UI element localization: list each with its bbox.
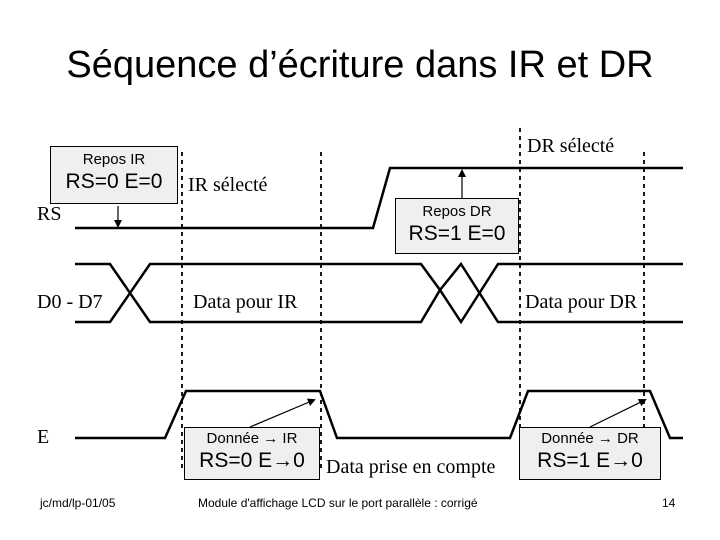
data-taken-label: Data prise en compte: [326, 456, 496, 478]
data-ir-arrow: [249, 398, 316, 428]
dr-selected-label: DR sélecté: [527, 135, 615, 157]
slide-title: Séquence d’écriture dans IR et DR: [66, 44, 654, 86]
rest-ir-box: Repos IR RS=0 E=0: [50, 146, 178, 204]
e-waveform: [75, 389, 683, 440]
signal-label-rs: RS: [37, 203, 62, 225]
d0-d7-upper-line: [75, 261, 683, 324]
rest-dr-state: RS=1 E=0: [408, 222, 506, 245]
signal-label-d0-d7: D0 - D7: [37, 291, 103, 313]
footer-author: jc/md/lp-01/05: [40, 496, 116, 510]
footer-title: Module d'affichage LCD sur le port paral…: [198, 496, 478, 510]
data-to-dr-title: Donnée → DR: [541, 430, 639, 447]
data-to-ir-title: Donnée → IR: [206, 430, 298, 447]
data-to-ir-state: RS=0 E→0: [199, 449, 305, 472]
data-for-dr-label: Data pour DR: [525, 291, 638, 313]
data-to-ir-box: Donnée → IR RS=0 E→0: [184, 427, 320, 480]
rest-ir-state: RS=0 E=0: [65, 170, 163, 193]
data-for-ir-label: Data pour IR: [193, 291, 298, 313]
page-number: 14: [662, 496, 676, 510]
rest-dr-box: Repos DR RS=1 E=0: [395, 198, 519, 254]
d0-d7-lower-line: [75, 262, 683, 325]
rest-ir-title: Repos IR: [82, 151, 146, 168]
data-to-dr-box: Donnée → DR RS=1 E→0: [519, 427, 661, 480]
rest-dr-title: Repos DR: [422, 203, 492, 220]
data-dr-arrow: [589, 399, 647, 428]
data-to-dr-state: RS=1 E→0: [537, 449, 643, 472]
rs-waveform: [75, 166, 683, 230]
signal-label-e: E: [37, 426, 50, 448]
ir-selected-label: IR sélecté: [188, 174, 268, 196]
